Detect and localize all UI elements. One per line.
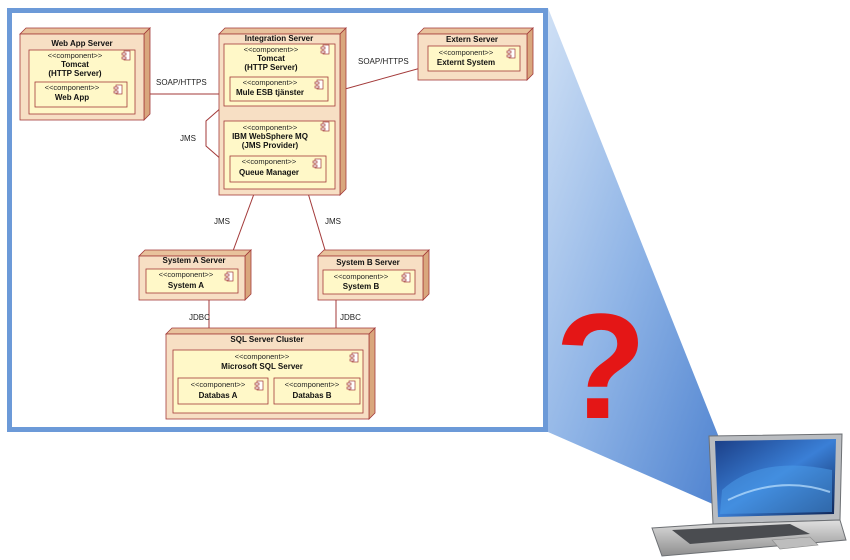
- svg-text:<<component>>: <<component>>: [159, 270, 214, 279]
- component-icon: [121, 50, 131, 61]
- component-system-a: <<component>> System A: [145, 268, 239, 294]
- component-icon: [401, 272, 411, 283]
- component-system-b: <<component>> System B: [322, 269, 416, 295]
- label-soap-left: SOAP/HTTPS: [156, 78, 207, 87]
- svg-text:<<component>>: <<component>>: [285, 380, 340, 389]
- label-jms-b: JMS: [325, 217, 341, 226]
- svg-text:Mule ESB tjänster: Mule ESB tjänster: [236, 88, 304, 97]
- component-mule-esb: <<component>> Mule ESB tjänster: [229, 76, 329, 102]
- component-databas-a: <<component>> Databas A: [177, 377, 269, 405]
- svg-text:<<component>>: <<component>>: [191, 380, 246, 389]
- svg-text:<<component>>: <<component>>: [243, 78, 298, 87]
- projection-beam: [548, 8, 720, 505]
- component-icon: [320, 44, 330, 55]
- svg-text:(HTTP Server): (HTTP Server): [48, 69, 102, 78]
- svg-text:Microsoft SQL Server: Microsoft SQL Server: [221, 362, 303, 371]
- component-icon: [349, 352, 359, 363]
- svg-text:Tomcat: Tomcat: [257, 54, 285, 63]
- svg-text:Databas B: Databas B: [292, 391, 331, 400]
- question-mark: ?: [555, 282, 647, 450]
- component-databas-b: <<component>> Databas B: [273, 377, 361, 405]
- node-title-system-a-server: System A Server: [163, 256, 226, 265]
- component-icon: [346, 380, 356, 391]
- svg-text:IBM WebSphere MQ: IBM WebSphere MQ: [232, 132, 308, 141]
- svg-text:<<component>>: <<component>>: [439, 48, 494, 57]
- label-jms-loop: JMS: [180, 134, 196, 143]
- svg-text:<<component>>: <<component>>: [334, 272, 389, 281]
- component-icon: [312, 158, 322, 169]
- svg-text:Tomcat: Tomcat: [61, 60, 89, 69]
- svg-text:Externt System: Externt System: [437, 58, 495, 67]
- svg-text:Web App: Web App: [55, 93, 89, 102]
- component-queue-manager: <<component>> Queue Manager: [229, 155, 327, 183]
- svg-text:System A: System A: [168, 281, 204, 290]
- svg-text:<<component>>: <<component>>: [235, 352, 290, 361]
- laptop-icon: [651, 433, 847, 557]
- node-title-extern-server: Extern Server: [446, 35, 498, 44]
- label-jdbc-a: JDBC: [189, 313, 210, 322]
- node-title-integration-server: Integration Server: [245, 34, 313, 43]
- node-title-web-app-server: Web App Server: [51, 39, 112, 48]
- svg-text:(HTTP Server): (HTTP Server): [244, 63, 298, 72]
- connector-jms-loop: [205, 99, 231, 168]
- svg-text:Queue Manager: Queue Manager: [239, 168, 299, 177]
- stereotype: <<component>>: [48, 51, 103, 60]
- component-icon: [320, 121, 330, 132]
- component-web-app: <<component>> Web App: [34, 81, 128, 108]
- label-jms-a: JMS: [214, 217, 230, 226]
- component-icon: [224, 271, 234, 282]
- svg-text:<<component>>: <<component>>: [45, 83, 100, 92]
- component-icon: [113, 84, 123, 95]
- svg-text:System B: System B: [343, 282, 380, 291]
- label-soap-right: SOAP/HTTPS: [358, 57, 409, 66]
- label-jdbc-b: JDBC: [340, 313, 361, 322]
- component-icon: [254, 380, 264, 391]
- component-icon: [314, 79, 324, 90]
- node-title-sql-server-cluster: SQL Server Cluster: [230, 335, 303, 344]
- svg-text:<<component>>: <<component>>: [242, 157, 297, 166]
- svg-text:<<component>>: <<component>>: [243, 123, 298, 132]
- svg-text:(JMS Provider): (JMS Provider): [242, 141, 299, 150]
- svg-text:<<component>>: <<component>>: [244, 45, 299, 54]
- svg-text:Databas A: Databas A: [199, 391, 238, 400]
- node-title-system-b-server: System B Server: [336, 258, 400, 267]
- component-icon: [506, 48, 516, 59]
- component-externt-system: <<component>> Externt System: [427, 45, 521, 72]
